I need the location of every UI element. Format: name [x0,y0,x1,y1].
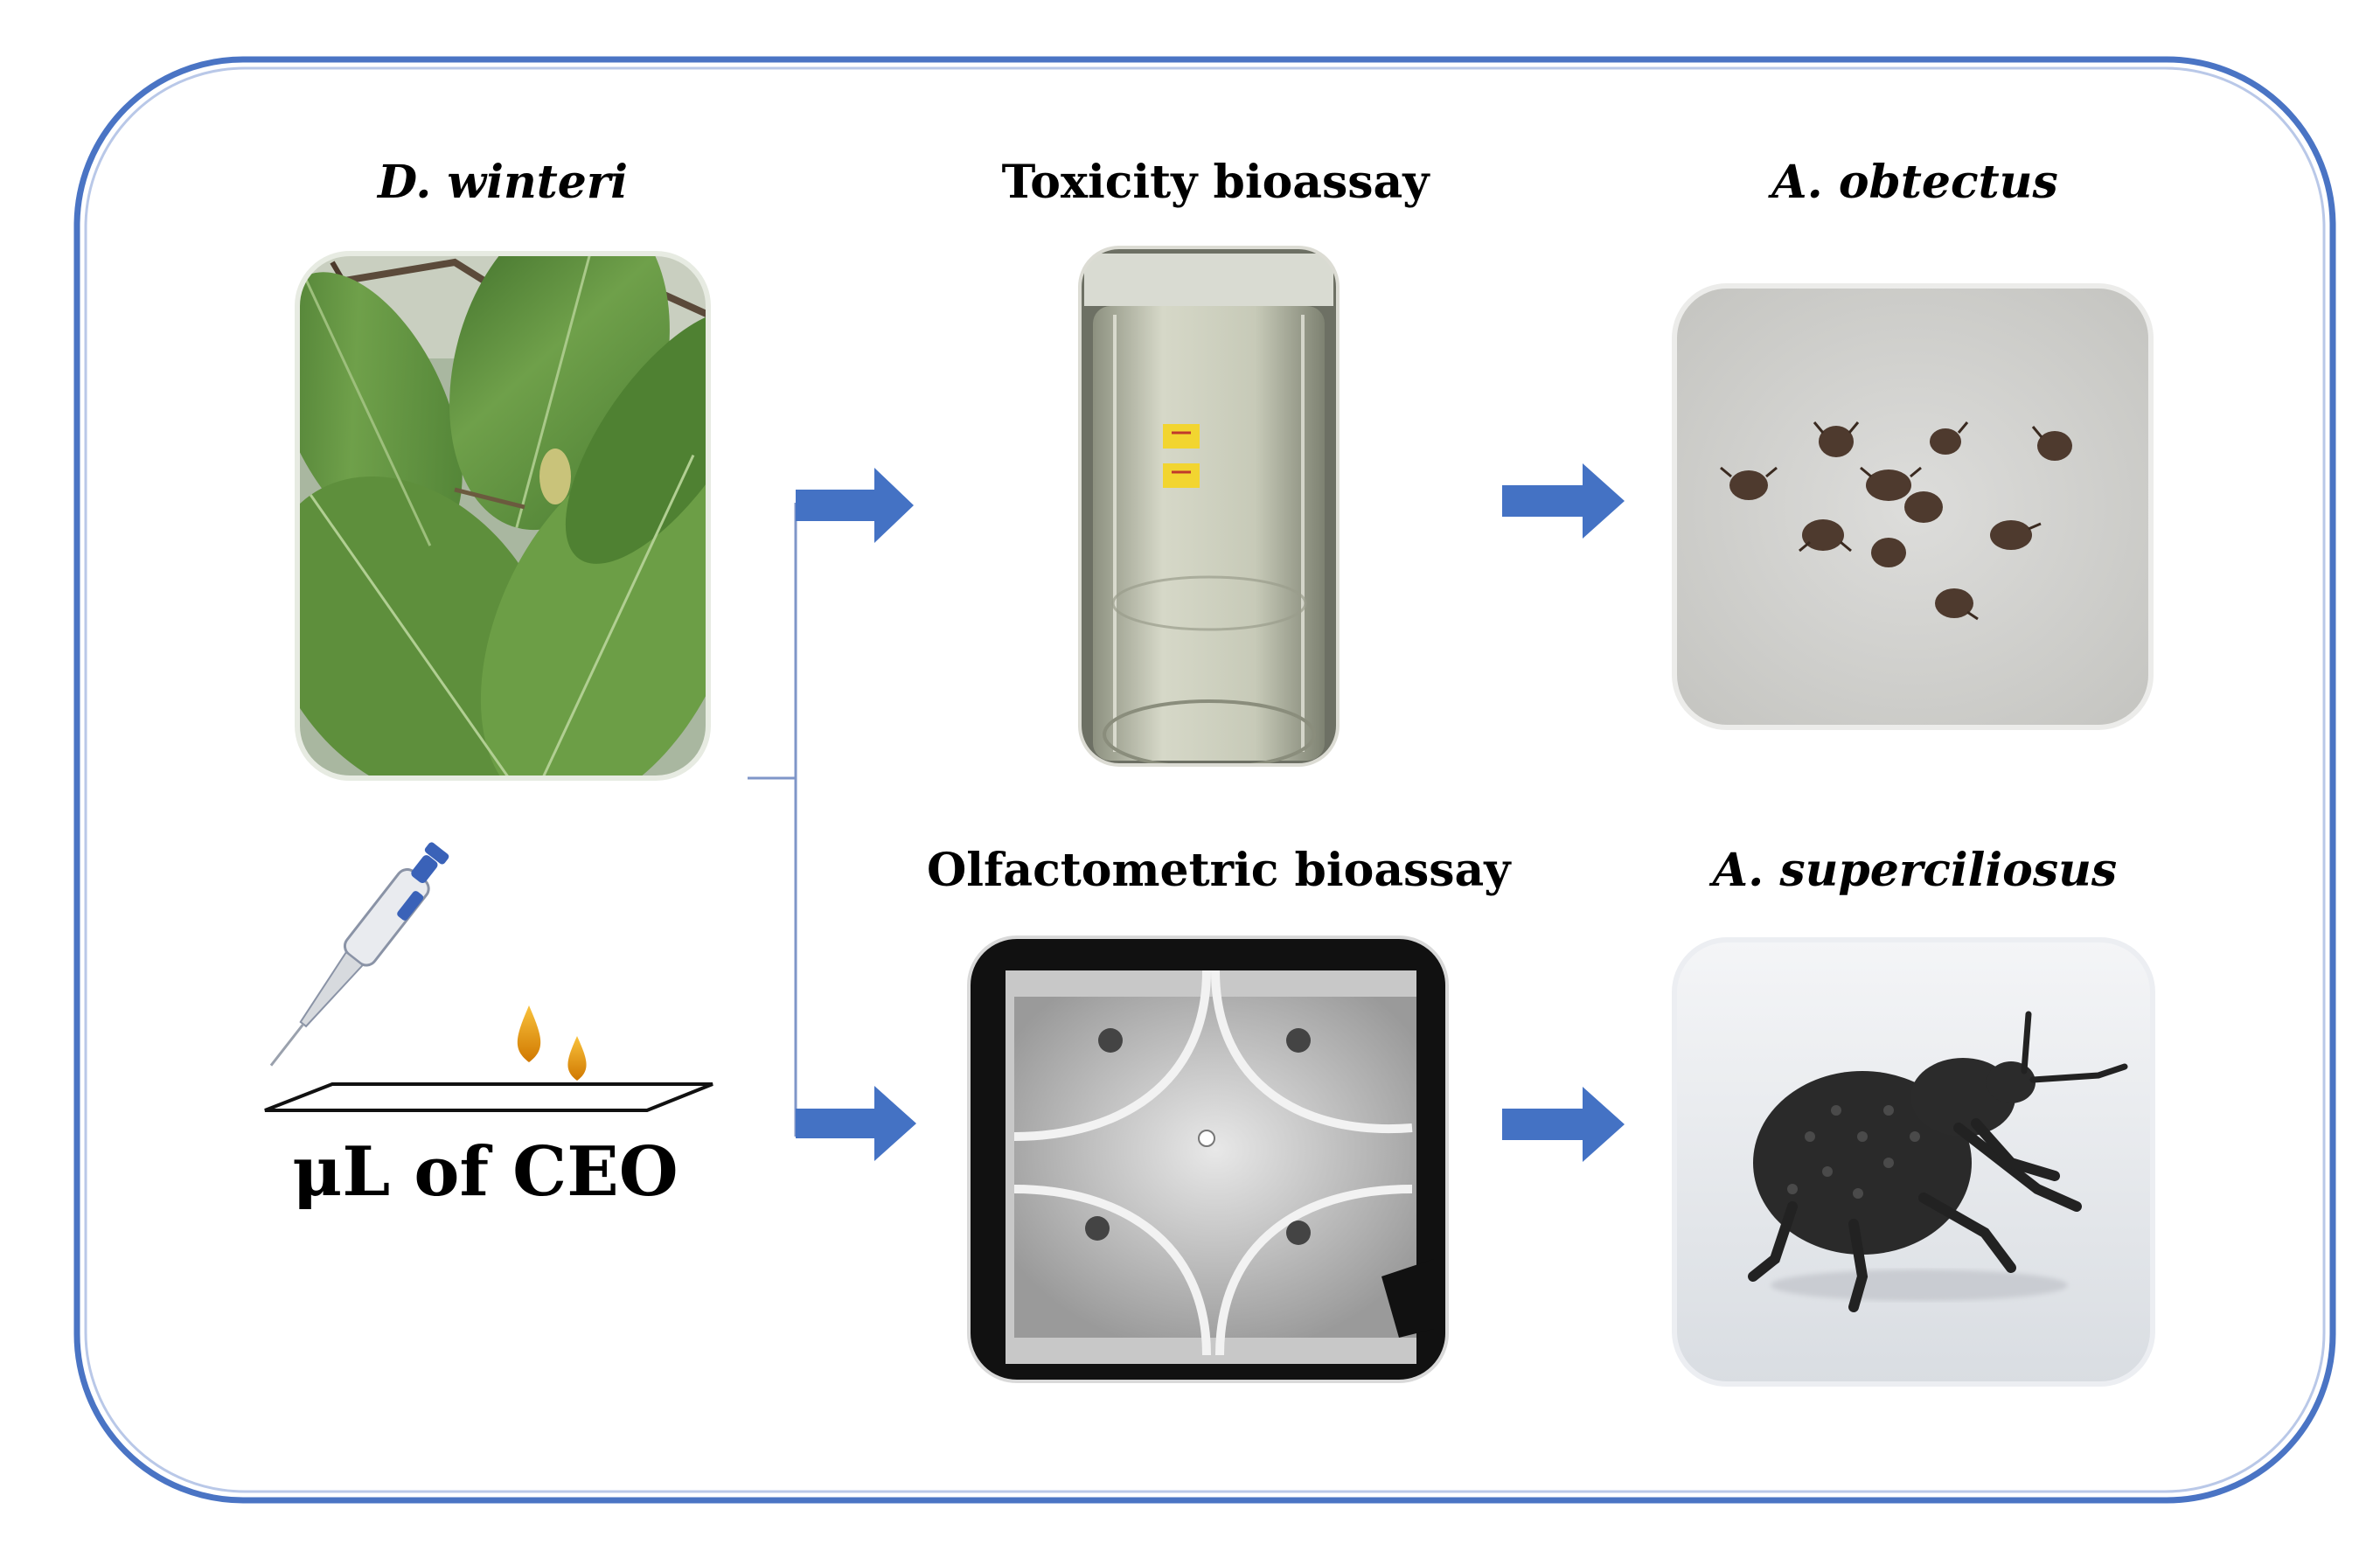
arrow-to-a-obtectus [1502,463,1625,539]
olfactometer-photo [969,937,1447,1381]
dose-caption: μL of CEO [292,1132,679,1212]
glass-jar-photo [1080,247,1338,765]
weevil-photo [1674,940,2153,1384]
beetles-photo [1674,286,2151,727]
pipette-icon [269,842,449,1067]
arrow-to-a-superciliosus [1502,1087,1625,1162]
toxicity-assay-label: Toxicity bioassay [1001,156,1430,209]
olfactometric-assay-label: Olfactometric bioassay [927,844,1511,897]
plant-photo [297,254,708,778]
insect-two-label: A. superciliosus [1712,844,2118,897]
frame-border [73,56,2336,1504]
filter-paper-icon [264,1082,713,1112]
oil-drop-icon [517,1005,587,1081]
branch-connector [748,503,797,1137]
arrow-to-toxicity [796,468,914,543]
arrow-to-olfactometric [796,1086,916,1161]
insect-one-label: A. obtectus [1771,156,2058,209]
plant-species-label: D. winteri [377,156,629,209]
